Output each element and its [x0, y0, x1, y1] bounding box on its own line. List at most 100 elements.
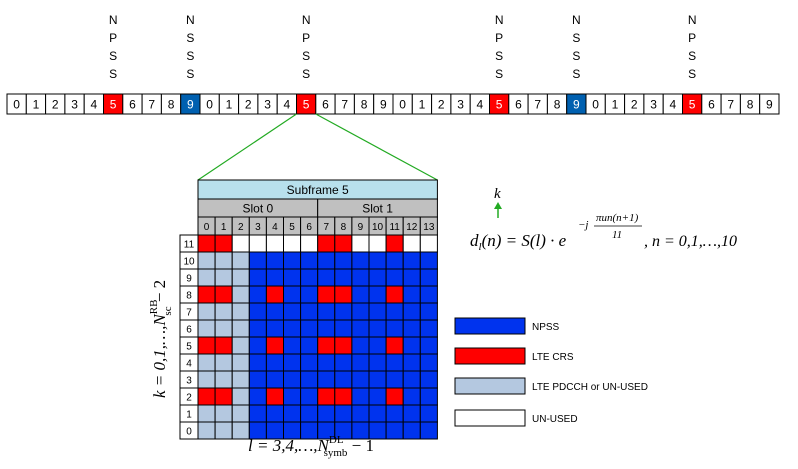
resource-element	[197, 234, 216, 253]
npss-label-letter: P	[495, 31, 503, 45]
npss-label-letter: P	[109, 31, 117, 45]
resource-element	[368, 387, 387, 406]
resource-element	[300, 387, 319, 406]
nsss-label-letter: S	[572, 67, 580, 81]
resource-element	[334, 370, 353, 389]
resource-element	[385, 319, 404, 338]
npss-label-letter: N	[495, 13, 504, 27]
symbol-index-label: 11	[389, 222, 400, 233]
subcarrier-index-label: 4	[186, 359, 192, 370]
nsss-label-letter: S	[186, 49, 194, 63]
npss-label-letter: S	[688, 49, 696, 63]
symbol-index-label: 10	[372, 222, 384, 233]
resource-element	[283, 319, 302, 338]
resource-element	[283, 370, 302, 389]
resource-element	[317, 353, 336, 372]
resource-element	[385, 404, 404, 423]
resource-element	[402, 353, 421, 372]
resource-element	[334, 319, 353, 338]
sequence-digit: 0	[13, 98, 20, 112]
resource-element	[419, 251, 438, 270]
symbol-index-label: 4	[272, 222, 278, 233]
symbol-index-label: 5	[289, 222, 295, 233]
formula-lhs: dl(n) = S(l) · e	[470, 231, 567, 253]
resource-element	[419, 285, 438, 304]
legend-label-crs: LTE CRS	[532, 352, 574, 363]
resource-element	[334, 302, 353, 321]
resource-element	[402, 404, 421, 423]
sequence-digit: 5	[496, 98, 503, 112]
resource-element	[419, 421, 438, 440]
resource-element	[248, 251, 267, 270]
subcarrier-index-label: 5	[186, 342, 192, 353]
resource-element	[214, 387, 233, 406]
resource-element	[351, 387, 370, 406]
resource-element	[265, 387, 284, 406]
nsss-label-letter: S	[572, 31, 580, 45]
resource-element	[197, 268, 216, 287]
resource-element	[214, 370, 233, 389]
resource-element	[351, 268, 370, 287]
resource-element	[231, 336, 250, 355]
resource-element	[419, 319, 438, 338]
symbol-index-label: 8	[341, 222, 347, 233]
resource-element	[368, 302, 387, 321]
resource-element	[248, 234, 267, 253]
resource-element	[214, 268, 233, 287]
sequence-digit: 8	[554, 98, 561, 112]
sequence-digit: 2	[52, 98, 59, 112]
resource-element	[317, 268, 336, 287]
resource-element	[283, 302, 302, 321]
symbol-index-label: 6	[306, 222, 312, 233]
resource-element	[248, 336, 267, 355]
legend-swatch-crs	[454, 347, 526, 365]
subcarrier-index-label: 8	[186, 291, 192, 302]
symbol-index-label: 0	[204, 222, 210, 233]
resource-element	[214, 319, 233, 338]
resource-element	[402, 234, 421, 253]
resource-element	[283, 336, 302, 355]
resource-element	[265, 268, 284, 287]
resource-element	[385, 251, 404, 270]
slot-header-label: Slot 1	[362, 202, 393, 216]
resource-element	[214, 251, 233, 270]
sequence-digit: 1	[226, 98, 233, 112]
k-axis-arrow-head	[494, 202, 502, 209]
sequence-digit: 7	[727, 98, 734, 112]
subcarrier-index-label: 9	[186, 274, 192, 285]
resource-element	[231, 421, 250, 440]
sequence-digit: 8	[747, 98, 754, 112]
resource-element	[231, 268, 250, 287]
resource-element	[317, 319, 336, 338]
resource-element	[385, 234, 404, 253]
resource-element	[197, 319, 216, 338]
resource-element	[231, 319, 250, 338]
symbol-index-label: 2	[238, 222, 244, 233]
sequence-digit: 0	[399, 98, 406, 112]
resource-element	[214, 234, 233, 253]
resource-element	[317, 251, 336, 270]
resource-element	[231, 404, 250, 423]
sequence-digit: 3	[264, 98, 271, 112]
symbol-index-label: 7	[323, 222, 329, 233]
legend-label-unused: UN-USED	[532, 414, 578, 425]
sequence-digit: 6	[129, 98, 136, 112]
resource-element	[231, 353, 250, 372]
resource-element	[351, 302, 370, 321]
sequence-digit: 8	[168, 98, 175, 112]
resource-element	[385, 421, 404, 440]
resource-element	[334, 268, 353, 287]
npss-label-letter: P	[302, 31, 310, 45]
resource-element	[368, 404, 387, 423]
resource-element	[368, 319, 387, 338]
symbol-index-label: 13	[423, 222, 435, 233]
npss-label-letter: S	[688, 67, 696, 81]
resource-element	[351, 285, 370, 304]
sequence-digit: 1	[33, 98, 40, 112]
sequence-digit: 4	[477, 98, 484, 112]
resource-element	[248, 319, 267, 338]
nsss-label-letter: S	[186, 67, 194, 81]
